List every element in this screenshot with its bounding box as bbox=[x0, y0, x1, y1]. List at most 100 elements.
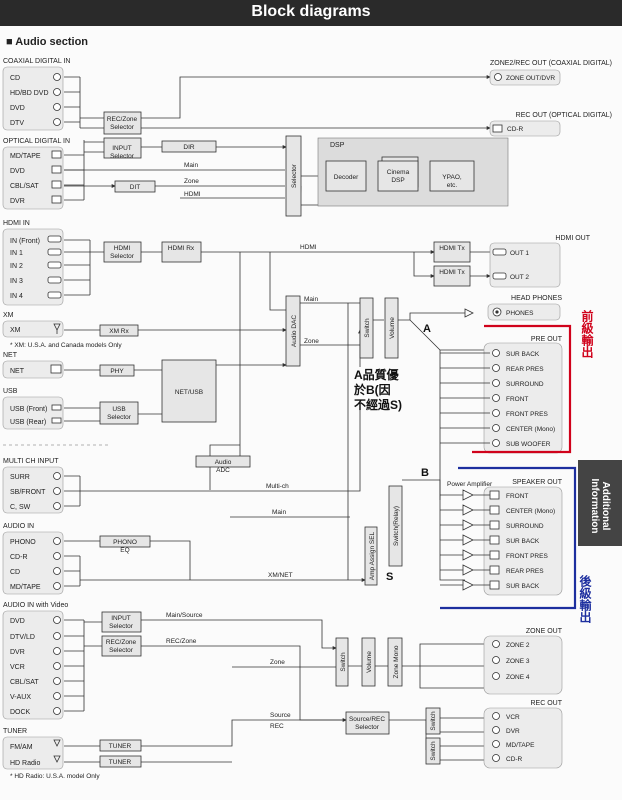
section-heading: ■ Audio section bbox=[6, 36, 89, 48]
signal-label: Main bbox=[184, 162, 198, 169]
output-item: FRONT bbox=[506, 493, 528, 500]
block-label: Selector bbox=[291, 163, 298, 188]
audio-adc-block bbox=[195, 455, 251, 468]
ethernet-port-icon bbox=[50, 364, 62, 374]
switch-block bbox=[335, 637, 349, 687]
zone2-rec-title: ZONE2/REC OUT (COAXIAL DIGITAL) bbox=[490, 60, 612, 67]
annotations: 前級輸出 後級輸出 A B S A品質優 於B(因 不經過S) bbox=[352, 309, 594, 624]
output-item: PHONES bbox=[506, 310, 534, 317]
multich-input-group: MULTI CH INPUT SURR SB/FRONT C, SW bbox=[2, 458, 64, 514]
rca-jack-icon bbox=[492, 740, 500, 748]
output-item: FRONT PRES bbox=[506, 553, 548, 560]
speaker-terminal-icon bbox=[489, 550, 500, 560]
block-label: Volume bbox=[389, 317, 396, 339]
output-item: ZONE 2 bbox=[506, 642, 530, 649]
decoder-block bbox=[325, 160, 367, 192]
output-item: CENTER (Mono) bbox=[506, 508, 555, 515]
output-item: SUR BACK bbox=[506, 583, 540, 590]
xm-rx-block bbox=[99, 324, 139, 337]
speaker-out-blue-bracket bbox=[440, 466, 577, 610]
cinema-dsp-block bbox=[377, 160, 419, 192]
rca-jack-icon bbox=[53, 567, 61, 575]
coaxial-jack-icon bbox=[53, 88, 61, 96]
net-item: NET bbox=[10, 368, 25, 375]
output-item: SUB WOOFER bbox=[506, 441, 551, 448]
audio-in-item: MD/TAPE bbox=[10, 584, 41, 591]
dit-block bbox=[114, 180, 156, 193]
speaker-terminal-icon bbox=[489, 520, 500, 530]
block-label: Switch bbox=[430, 711, 437, 731]
output-item: ZONE OUT/DVR bbox=[506, 75, 555, 82]
rca-jack-icon bbox=[53, 662, 61, 670]
note-line: 不經過S) bbox=[354, 397, 402, 412]
block-label: HDMI Rx bbox=[168, 245, 195, 252]
coaxial-jack-icon bbox=[53, 73, 61, 81]
audio-video-item: CBL/SAT bbox=[10, 679, 39, 686]
optical-item: MD/TAPE bbox=[10, 153, 41, 160]
speaker-terminal-icon bbox=[489, 505, 500, 515]
signal-label: Main bbox=[304, 296, 318, 303]
rec-out-optical-title: REC OUT (OPTICAL DIGITAL) bbox=[516, 112, 612, 119]
optical-jack-icon bbox=[51, 165, 62, 174]
rca-jack-icon bbox=[53, 647, 61, 655]
hdmi-port-icon bbox=[47, 276, 62, 284]
hdmi-port-icon bbox=[47, 248, 62, 256]
amplifier-icon bbox=[462, 489, 490, 591]
phy-block bbox=[99, 364, 135, 377]
usb-input-group: USB USB (Front) USB (Rear) bbox=[2, 388, 64, 430]
optical-jack-icon bbox=[492, 124, 503, 133]
rca-jack-icon bbox=[492, 640, 500, 648]
hdmi-in-item: IN 3 bbox=[10, 278, 23, 285]
hdmi-in-item: IN 4 bbox=[10, 293, 23, 300]
zone-mono-block bbox=[387, 637, 403, 687]
signal-label: XM/NET bbox=[268, 572, 293, 579]
usb-item: USB (Front) bbox=[10, 406, 47, 413]
rca-jack-icon bbox=[53, 616, 61, 624]
rec-zone-selector-block bbox=[101, 635, 142, 657]
volume-block bbox=[384, 297, 399, 359]
hdmi-in-item: IN 1 bbox=[10, 250, 23, 257]
hdmi-in-title: HDMI IN bbox=[3, 220, 30, 227]
hdmi-in-item: IN 2 bbox=[10, 263, 23, 270]
additional-information-tab[interactable]: Additional Information bbox=[578, 460, 622, 546]
hdmi-input-group: HDMI IN IN (Front) IN 1 IN 2 IN 3 IN 4 bbox=[2, 220, 64, 306]
page-title: Block diagrams bbox=[251, 3, 371, 20]
xm-input-group: XM XM * XM: U.S.A. and Canada models Onl… bbox=[2, 312, 122, 349]
coaxial-jack-icon bbox=[53, 103, 61, 111]
block-label: Amp Assign SEL bbox=[369, 531, 376, 580]
output-item: DVR bbox=[506, 728, 520, 735]
rca-jack-icon bbox=[53, 692, 61, 700]
rca-jack-icon bbox=[492, 364, 500, 372]
antenna-icon bbox=[53, 739, 61, 763]
output-groups: ZONE2/REC OUT (COAXIAL DIGITAL) ZONE OUT… bbox=[440, 60, 612, 769]
switch-block bbox=[425, 707, 441, 735]
coaxial-input-group: COAXIAL DIGITAL IN CD HD/BD DVD DVD DTV bbox=[2, 58, 70, 131]
rca-jack-icon bbox=[53, 677, 61, 685]
hdmi-port-icon bbox=[47, 235, 62, 243]
optical-jack-icon bbox=[51, 180, 62, 189]
xm-item: XM bbox=[10, 327, 21, 334]
block-label: Switch bbox=[340, 652, 347, 672]
net-usb-block bbox=[161, 359, 217, 423]
rec-out-title: REC OUT bbox=[531, 700, 563, 707]
rca-jack-icon bbox=[53, 472, 61, 480]
signal-label: Main bbox=[272, 509, 286, 516]
rca-jack-icon bbox=[492, 409, 500, 417]
audio-in-title: AUDIO IN bbox=[3, 523, 34, 530]
signal-labels: Main Zone HDMI HDMI Main Zone Multi-ch M… bbox=[166, 162, 493, 730]
power-amp-label: Power Amplifier bbox=[447, 481, 493, 488]
tuner-block bbox=[99, 739, 142, 752]
switch-block bbox=[359, 297, 374, 359]
ypao-block bbox=[429, 160, 475, 192]
signal-label: REC bbox=[270, 723, 284, 730]
signal-label: HDMI bbox=[300, 244, 317, 251]
block-label: TUNER bbox=[109, 743, 132, 750]
signal-label: Zone bbox=[184, 178, 199, 185]
optical-item: CBL/SAT bbox=[10, 183, 39, 190]
